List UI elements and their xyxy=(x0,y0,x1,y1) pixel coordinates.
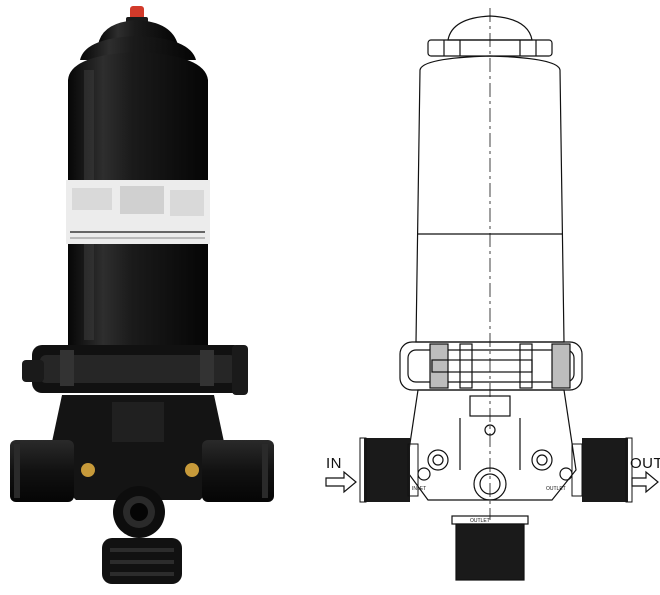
drain-marking: OUTLET xyxy=(470,518,490,524)
drain-port xyxy=(113,486,165,538)
brass-valve-left xyxy=(81,463,95,477)
drawing-clamp-band xyxy=(399,341,583,391)
outlet-label: OUT xyxy=(630,455,660,472)
bottom-connector xyxy=(102,538,182,584)
drawing-drain xyxy=(473,467,507,501)
clamp-band xyxy=(22,345,248,395)
brass-valve-right xyxy=(185,463,199,477)
drawing-valve-left xyxy=(427,449,449,471)
line-drawing-svg: INLET OUTLET OUTLET xyxy=(325,8,659,581)
air-release-cap xyxy=(130,6,144,20)
inlet-port xyxy=(10,440,74,502)
drawing-valve-right xyxy=(531,449,553,471)
drawing-inlet-thread xyxy=(359,437,419,503)
filter-photo-svg xyxy=(10,6,274,584)
outlet-port xyxy=(202,440,274,502)
filter-photo xyxy=(0,0,320,595)
inlet-label: IN xyxy=(326,455,342,472)
instruction-sticker xyxy=(66,180,210,244)
outlet-marking: OUTLET xyxy=(546,486,566,492)
outlet-arrow xyxy=(631,470,659,494)
filter-line-drawing: INLET OUTLET OUTLET IN OUT xyxy=(320,0,660,595)
drawing-lid xyxy=(447,15,533,41)
inlet-marking: INLET xyxy=(412,486,426,492)
drawing-base xyxy=(405,389,577,501)
drawing-outlet-thread xyxy=(571,437,633,503)
inlet-arrow xyxy=(325,470,357,494)
drawing-housing xyxy=(415,55,565,343)
